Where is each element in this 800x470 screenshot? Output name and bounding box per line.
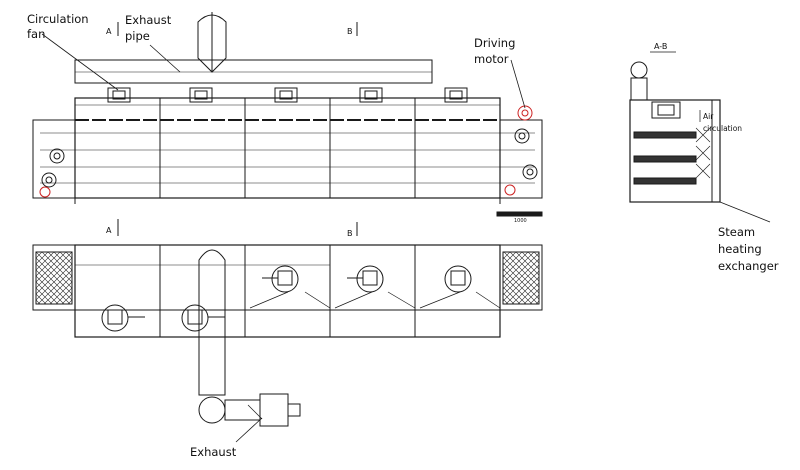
exhaust-duct	[74, 59, 433, 84]
label-driving-motor-line1: Driving	[474, 36, 515, 50]
feed-end-housing	[32, 119, 76, 199]
label-steam-line2: heating	[718, 242, 762, 256]
label-exhaust: Exhaust	[190, 445, 237, 459]
exhaust-fan-motor	[259, 393, 289, 427]
label-steam-line1: Steam	[718, 225, 755, 239]
section-body	[629, 99, 721, 203]
label-steam-line3: exchanger	[718, 259, 779, 273]
label-air-line2: circulation	[703, 124, 742, 133]
front-elevation: 1000	[32, 12, 543, 224]
plan-outline	[32, 244, 543, 311]
section-marker-a-plan: A	[106, 226, 112, 235]
label-driving-motor-line2: motor	[474, 52, 509, 66]
section-title: A-B	[654, 42, 667, 51]
hatched-end-right	[502, 251, 540, 305]
section-a-b	[629, 51, 771, 223]
plan-view	[32, 219, 543, 443]
label-circulation-fan-line2: fan	[27, 27, 45, 41]
label-air-line1: Air	[703, 112, 714, 121]
hatched-end-left	[35, 251, 73, 305]
section-marker-b-plan: B	[347, 229, 353, 238]
scale-label: 1000	[514, 218, 527, 224]
section-marker-b-top: B	[347, 27, 353, 36]
belt-layer-top	[633, 131, 697, 139]
label-exhaust-pipe-line1: Exhaust	[125, 13, 172, 27]
circulation-fans	[107, 87, 468, 103]
scale-bar	[496, 211, 543, 217]
discharge-end-housing	[499, 119, 543, 199]
label-circulation-fan-line1: Circulation	[27, 12, 89, 26]
belt-layer-bottom	[633, 177, 697, 185]
motor-icon	[39, 105, 533, 198]
sprocket-icon	[41, 128, 538, 188]
belt-layer-mid	[633, 155, 697, 163]
exhaust-duct-plan	[198, 249, 226, 396]
label-exhaust-pipe-line2: pipe	[125, 29, 150, 43]
exhaust-stack	[197, 14, 227, 73]
section-marker-a-top: A	[106, 27, 112, 36]
fan-icon	[101, 265, 472, 332]
